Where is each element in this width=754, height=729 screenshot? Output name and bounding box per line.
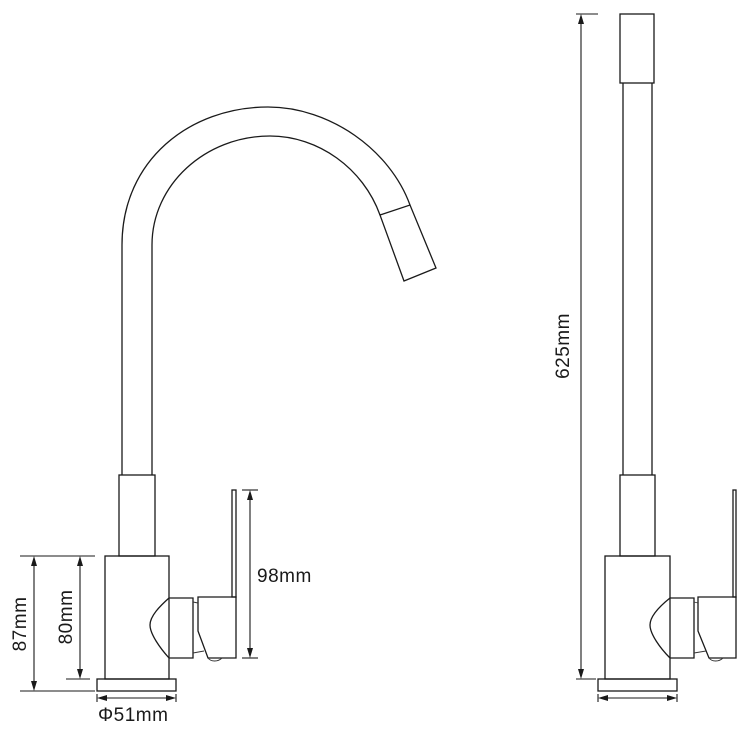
dimension-98mm: 98mm: [242, 489, 312, 659]
cartridge-housing: [149, 597, 194, 659]
side-base-width-dimension: [597, 694, 678, 702]
aerator-nozzle: [379, 204, 437, 282]
label-98mm: 98mm: [257, 566, 312, 587]
dimension-80mm: 80mm: [56, 556, 90, 680]
dimension-87mm: 87mm: [10, 555, 95, 692]
label-87mm: 87mm: [10, 597, 31, 652]
side-handle: [693, 489, 737, 662]
side-cartridge-housing: [649, 597, 695, 659]
spout: [121, 106, 437, 475]
label-80mm: 80mm: [56, 590, 77, 645]
label-625mm: 625mm: [553, 313, 574, 379]
front-view: 87mm 80mm 98mm Φ51mm: [10, 106, 437, 726]
dimension-diameter-51mm: Φ51mm: [96, 694, 177, 726]
side-faucet-body: [604, 555, 671, 680]
handle: [192, 489, 237, 662]
base-plate: [96, 678, 177, 692]
side-base-plate: [597, 678, 678, 692]
side-aerator: [619, 13, 655, 84]
neck-tube: [118, 474, 156, 557]
label-51mm: Φ51mm: [98, 705, 168, 726]
dimension-625mm: 625mm: [553, 13, 598, 680]
faucet-body: [104, 555, 170, 680]
side-neck-tube: [619, 474, 656, 557]
side-view: 625mm: [553, 13, 737, 702]
